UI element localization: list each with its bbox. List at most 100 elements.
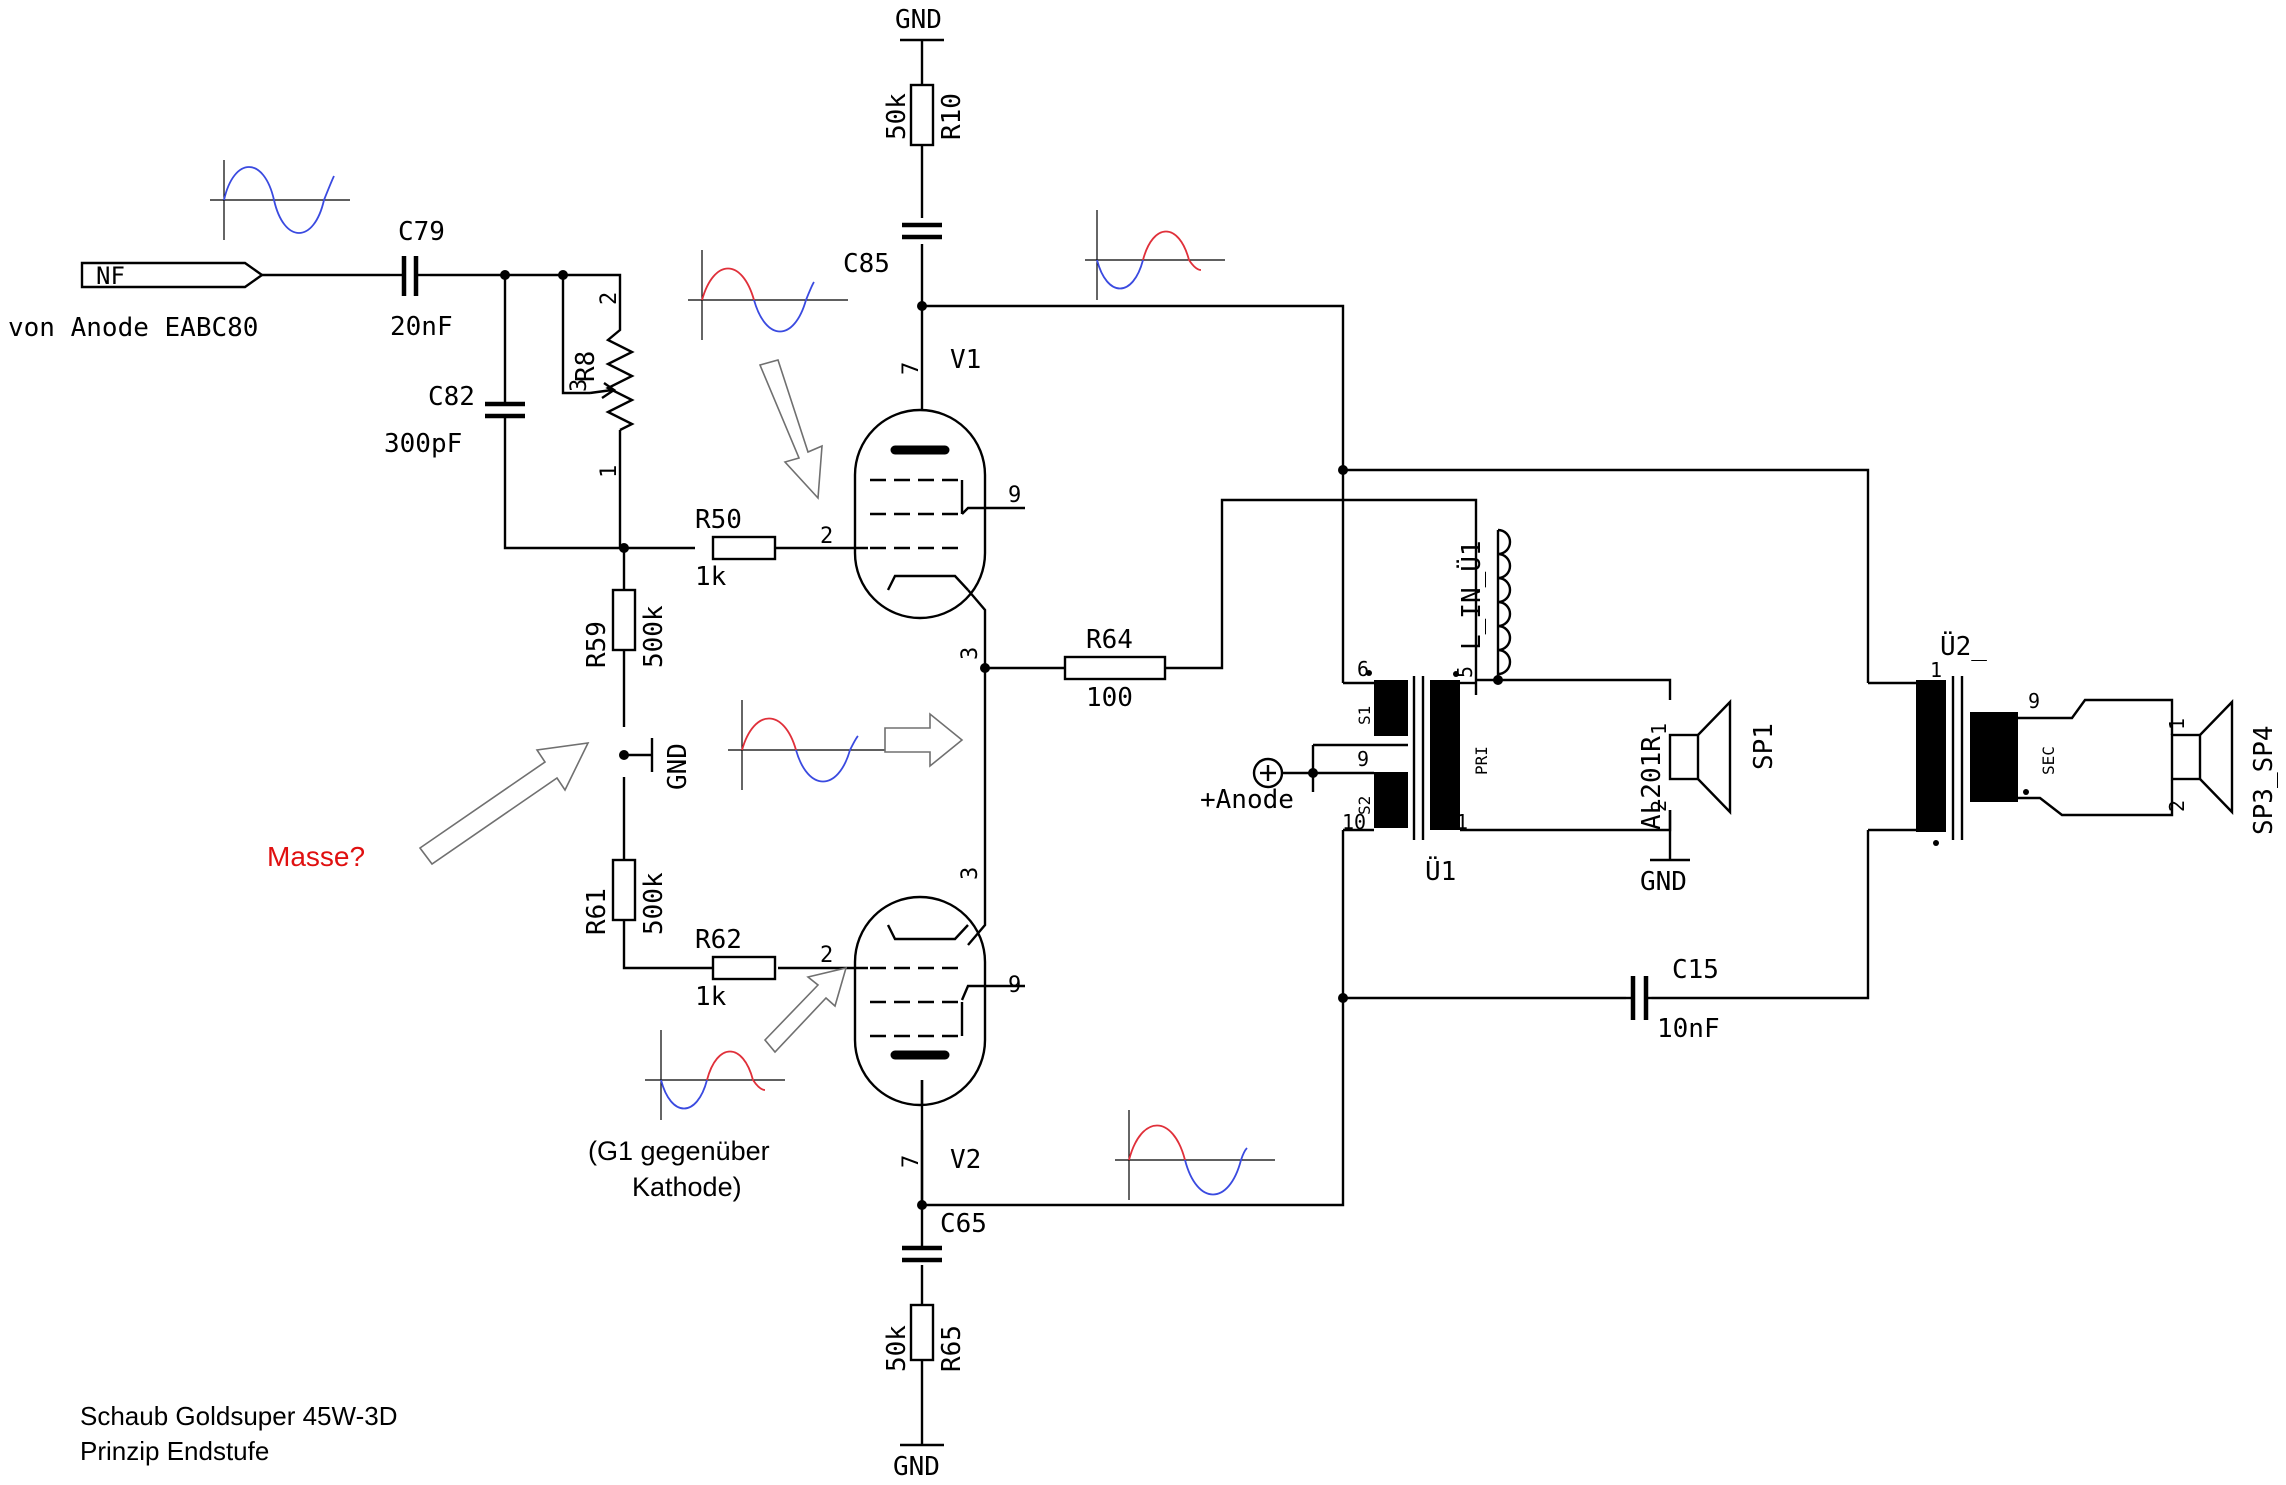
plus-anode-label: +Anode (1200, 785, 1294, 815)
von-anode-label: von Anode EABC80 (8, 313, 258, 343)
r61-label: R61 (582, 888, 612, 935)
waveform-v2-anode-icon (1115, 1110, 1275, 1200)
u1-pin3: 5 (1453, 666, 1477, 678)
resistor-r62 (711, 955, 777, 981)
r8-pin1: 1 (597, 465, 622, 478)
u2-pri-label: PRI (1920, 746, 1939, 775)
resistor-r59 (611, 588, 637, 652)
nf-label: NF (96, 262, 125, 290)
l-in-u1-label: L_IN_Ü1 (1455, 540, 1487, 650)
nf-input-connector (80, 261, 265, 289)
r62-label: R62 (695, 925, 742, 955)
al-pin1: 1 (1647, 723, 1671, 735)
waveform-v1-anode-icon (1085, 210, 1225, 300)
waveform-v1-grid-icon (688, 250, 848, 340)
capacitor-c65 (902, 1215, 942, 1263)
c85-label: C85 (843, 249, 890, 279)
gnd-sp1-label: GND (1640, 867, 1687, 897)
plus-anode-terminal (1252, 757, 1313, 789)
c79-value: 20nF (390, 312, 453, 342)
r64-value: 100 (1086, 683, 1133, 713)
sp3-sp4-label: SP3_SP4 (2249, 725, 2279, 835)
sp1-label: SP1 (1749, 723, 1779, 770)
u1-label: Ü1 (1425, 855, 1456, 887)
arrow-to-v1-grid (758, 359, 823, 500)
r59-value: 500k (639, 605, 669, 668)
resistor-r65 (909, 1303, 935, 1362)
u2-pin1: 1 (1930, 658, 1942, 682)
g1-note-line2: Kathode) (632, 1172, 742, 1202)
gnd-mid-symbol (624, 738, 654, 772)
capacitor-c15 (1626, 976, 1652, 1020)
u1-s1-label: S1 (1355, 706, 1374, 725)
sp3-pin1: 1 (2165, 718, 2189, 730)
u1-s2-label: S2 (1355, 796, 1374, 815)
r62-value: 1k (695, 982, 727, 1012)
c82-label: C82 (428, 382, 475, 412)
v1-pin3: 3 (958, 647, 983, 660)
arrow-to-v2-grid (763, 966, 848, 1054)
u1-pin6: 6 (1357, 657, 1369, 681)
al-pin2: 2 (1647, 800, 1671, 812)
transformer-u2 (1868, 676, 2029, 846)
u2-pin5: 5 (1923, 818, 1947, 830)
waveform-input-icon (210, 160, 350, 240)
v1-label: V1 (950, 345, 981, 375)
resistor-r50 (711, 535, 777, 561)
c15-label: C15 (1672, 955, 1719, 985)
tube-v1 (853, 408, 1025, 620)
v1-pin7: 7 (899, 362, 924, 375)
g1-note-line1: (G1 gegenüber (588, 1136, 770, 1166)
v2-pin9: 9 (1008, 973, 1021, 998)
u2-label: Ü2_ (1940, 630, 1987, 662)
junction-dots (500, 270, 1503, 1210)
r8-label: R8 (571, 351, 601, 382)
r8-pin2: 2 (597, 292, 622, 305)
arrow-cathode (884, 712, 964, 768)
c82-value: 300pF (384, 429, 462, 459)
r65-label: R65 (937, 1325, 967, 1372)
wiring (262, 40, 2174, 1445)
capacitor-c79 (390, 256, 430, 296)
u2-sec-label: SEC (2039, 746, 2058, 775)
v2-pin3: 3 (958, 867, 983, 880)
sp3-pin2: 2 (2165, 800, 2189, 812)
masse-annotation: Masse? (267, 841, 365, 872)
c65-label: C65 (940, 1209, 987, 1239)
capacitor-c82 (485, 395, 525, 425)
transformer-u1 (1311, 670, 1475, 840)
u1-pin1: 1 (1456, 810, 1468, 834)
v2-pin7: 7 (899, 1155, 924, 1168)
tube-v2 (853, 895, 1025, 1107)
r50-value: 1k (695, 562, 727, 592)
capacitor-c85 (902, 222, 942, 240)
waveform-cathode-icon (728, 700, 888, 790)
u1-pri-label: PRI (1472, 746, 1491, 775)
title-line2: Prinzip Endstufe (80, 1436, 269, 1466)
r65-value: 50k (882, 1325, 912, 1372)
v1-pin2: 2 (820, 524, 833, 549)
speaker-sp3-sp4 (2170, 699, 2234, 815)
r10-label: R10 (937, 93, 967, 140)
r59-label: R59 (582, 621, 612, 668)
waveform-v2-grid-icon (645, 1030, 785, 1120)
potentiometer-r8 (589, 300, 635, 432)
v1-pin9: 9 (1008, 483, 1021, 508)
v2-label: V2 (950, 1145, 981, 1175)
u1-pin9: 9 (1357, 747, 1369, 771)
c15-value: 10nF (1657, 1014, 1720, 1044)
r8-pin3: 3 (567, 379, 592, 392)
u2-pin9: 9 (2028, 689, 2040, 713)
r10-value: 50k (882, 93, 912, 140)
u1-pin10: 10 (1342, 810, 1366, 834)
r61-value: 500k (639, 872, 669, 935)
r64-label: R64 (1086, 625, 1133, 655)
speaker-sp1 (1668, 699, 1732, 815)
resistor-r64 (1063, 655, 1167, 681)
gnd-mid-label: GND (663, 743, 693, 790)
v2-pin2: 2 (820, 943, 833, 968)
gnd-top-label: GND (895, 5, 942, 35)
title-line1: Schaub Goldsuper 45W-3D (80, 1401, 397, 1431)
arrow-masse (418, 742, 590, 866)
